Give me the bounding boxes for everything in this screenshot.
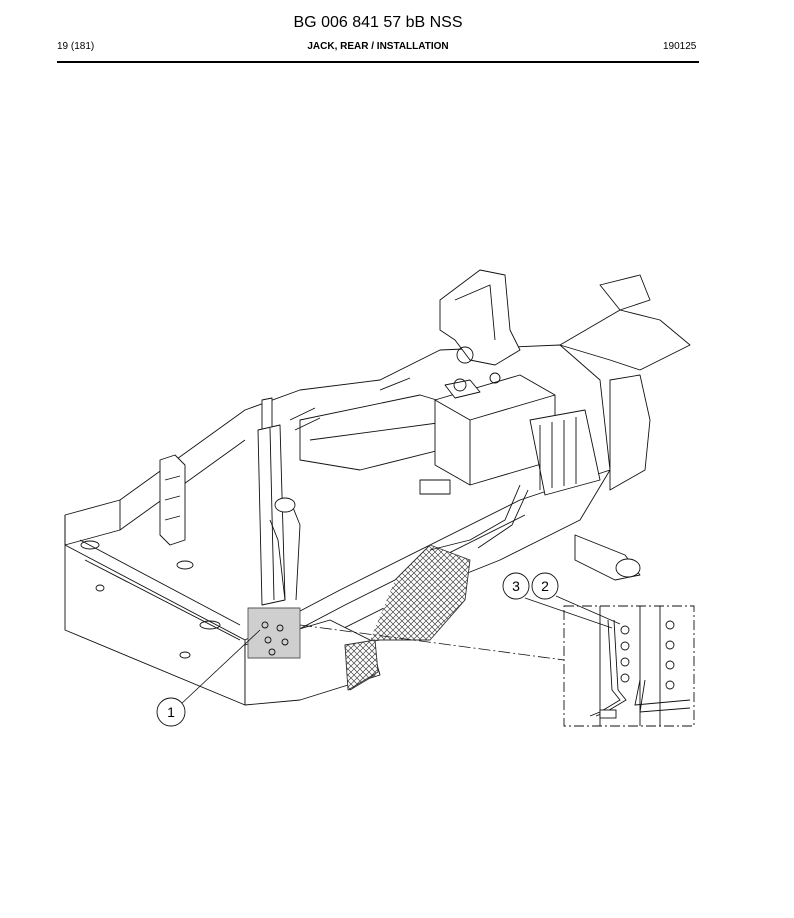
- section-title: JACK, REAR / INSTALLATION: [307, 41, 449, 52]
- callout-label-3: 3: [512, 578, 520, 594]
- callout-label-2: 2: [541, 578, 549, 594]
- document-title: BG 006 841 57 bB NSS: [293, 14, 463, 31]
- callout-label-1: 1: [167, 704, 175, 720]
- page-number: 19 (181): [57, 41, 95, 52]
- detail-leader-line: [299, 624, 565, 661]
- date-code: 190125: [663, 41, 697, 52]
- chassis-frame: [64, 269, 691, 706]
- detail-inset: [563, 605, 695, 727]
- header-rule: [57, 61, 699, 63]
- callout-2: 2: [531, 572, 621, 625]
- callout-1: 1: [156, 629, 261, 727]
- callout-3: 3: [502, 572, 613, 629]
